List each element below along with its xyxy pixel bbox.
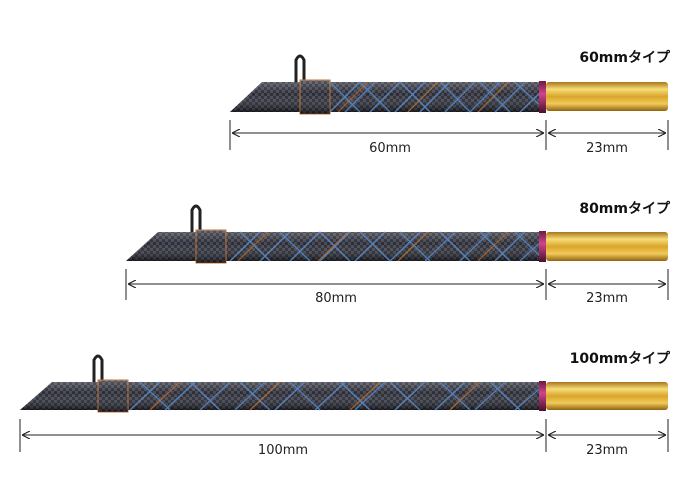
grip-length-label: 60mm: [369, 141, 411, 156]
grip-length-label: 80mm: [315, 291, 357, 306]
thread-wrap: [129, 381, 546, 411]
tip-length-label: 23mm: [586, 141, 628, 156]
rod-illustration: [125, 204, 669, 300]
tip-length-label: 23mm: [586, 291, 628, 306]
type-label: 80mmタイプ: [579, 201, 670, 217]
magenta-ring: [539, 81, 546, 113]
type-label: 100mmタイプ: [569, 351, 670, 367]
rod-row-80mm: 80mmタイプ 80mm 23mm: [0, 152, 700, 306]
line-guide-icon: [92, 354, 104, 382]
gold-tip: [546, 232, 668, 261]
thread-wrap: [229, 231, 546, 262]
magenta-ring: [539, 231, 546, 262]
thread-wrap: [329, 81, 546, 113]
magenta-ring: [539, 381, 546, 411]
grip-length-label: 100mm: [257, 443, 309, 458]
rod-row-60mm: 60mmタイプ 60mm 23mm: [0, 0, 700, 156]
gold-tip: [546, 82, 668, 111]
gold-tip: [546, 382, 668, 410]
rod-row-100mm: 100mmタイプ 100mm 23mm: [0, 310, 700, 460]
rod-illustration: [229, 54, 669, 150]
line-guide-icon: [190, 204, 202, 232]
rod-illustration: [19, 354, 669, 452]
type-label: 60mmタイプ: [579, 50, 670, 66]
line-guide-icon: [294, 54, 306, 82]
tip-length-label: 23mm: [586, 443, 628, 458]
